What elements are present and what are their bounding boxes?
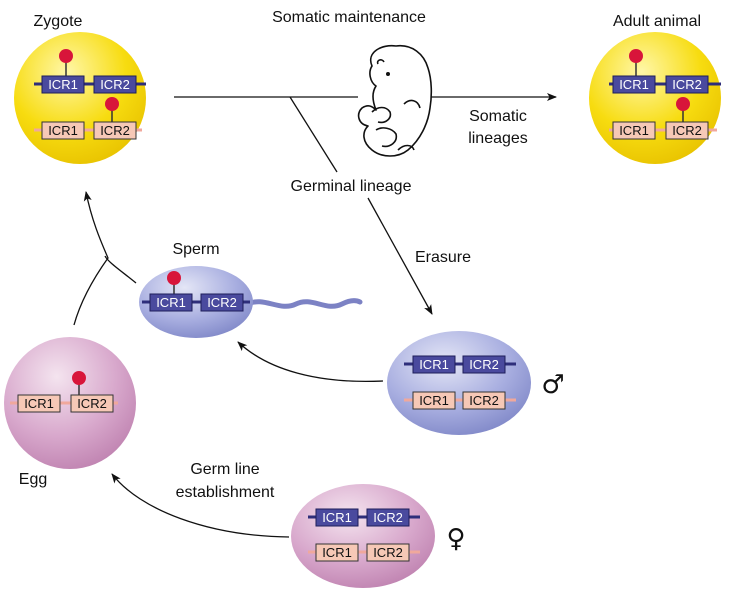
methyl-mark	[105, 97, 119, 111]
somatic-maintenance-label: Somatic maintenance	[272, 9, 426, 26]
male-to-sperm-arrow	[237, 341, 384, 383]
methyl-mark	[676, 97, 690, 111]
icr1-label: ICR1	[156, 295, 186, 310]
male-germ-cell: ICR1 ICR2 ICR1 ICR2	[387, 331, 531, 435]
adult-animal-cell: ICR1 ICR2 ICR1 ICR2	[589, 32, 721, 164]
egg-label: Egg	[19, 471, 47, 488]
methyl-mark	[59, 49, 73, 63]
germinal-lineage-label: Germinal lineage	[291, 178, 412, 195]
female-to-egg-arrow	[111, 473, 290, 538]
sperm-tail	[245, 298, 363, 309]
germ-line-label-2: establishment	[176, 484, 275, 501]
germinal-line-upper	[289, 96, 338, 173]
icr2-label: ICR2	[672, 77, 702, 92]
icr1-label: ICR1	[24, 396, 54, 411]
icr1-label: ICR1	[419, 393, 449, 408]
female-germ-cell: ICR1 ICR2 ICR1 ICR2	[291, 484, 435, 588]
icr1-label: ICR1	[619, 123, 649, 138]
somatic-lineages-label-1: Somatic	[469, 108, 527, 125]
icr2-label: ICR2	[672, 123, 702, 138]
methyl-mark	[629, 49, 643, 63]
icr2-label: ICR2	[373, 545, 403, 560]
egg-cell: ICR1 ICR2	[4, 337, 136, 469]
zygote-cell: ICR1 ICR2 ICR1 ICR2	[14, 32, 146, 164]
female-symbol: ♀	[446, 524, 465, 554]
icr1-label: ICR1	[322, 545, 352, 560]
male-symbol: ♂	[541, 370, 564, 400]
icr2-label: ICR2	[77, 396, 107, 411]
icr2-label: ICR2	[100, 123, 130, 138]
sperm-label: Sperm	[172, 241, 219, 258]
icr1-label: ICR1	[48, 77, 78, 92]
icr2-label: ICR2	[469, 393, 499, 408]
germinal-arrow	[367, 197, 433, 315]
icr1-label: ICR1	[419, 357, 449, 372]
icr2-label: ICR2	[100, 77, 130, 92]
adult-animal-label: Adult animal	[613, 13, 701, 30]
zygote-label: Zygote	[34, 13, 83, 30]
sperm-cell: ICR1 ICR2	[139, 266, 363, 338]
icr1-label: ICR1	[48, 123, 78, 138]
sperm-to-zygote-line	[104, 255, 137, 284]
icr2-label: ICR2	[469, 357, 499, 372]
methyl-mark	[72, 371, 86, 385]
icr2-label: ICR2	[373, 510, 403, 525]
icr2-label: ICR2	[207, 295, 237, 310]
icr1-label: ICR1	[322, 510, 352, 525]
germ-line-label-1: Germ line	[190, 461, 259, 478]
icr1-label: ICR1	[619, 77, 649, 92]
methyl-mark	[167, 271, 181, 285]
fertilization-arrow	[73, 191, 109, 326]
erasure-label: Erasure	[415, 249, 471, 266]
somatic-lineages-label-2: lineages	[468, 130, 528, 147]
embryo-illustration	[357, 44, 433, 157]
